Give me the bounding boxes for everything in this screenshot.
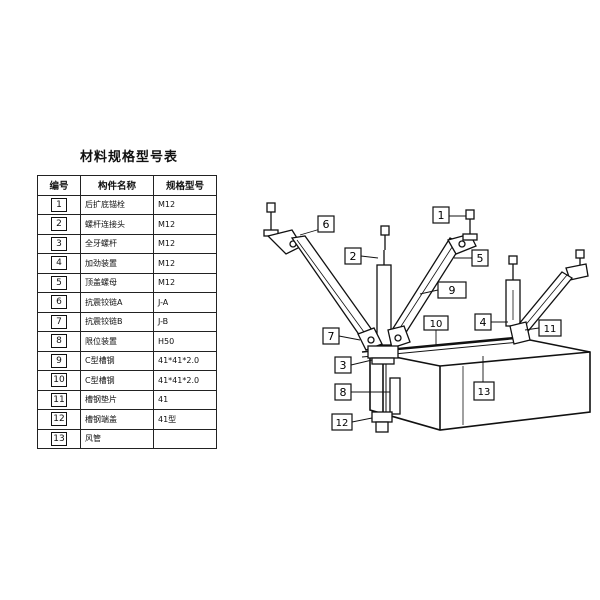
svg-text:10: 10	[430, 319, 443, 330]
svg-text:9: 9	[449, 284, 456, 297]
row-number-box: 11	[51, 392, 67, 407]
callout-11: 11	[538, 319, 562, 337]
row-number-box: 5	[51, 275, 67, 290]
callout-9: 9	[437, 281, 467, 299]
svg-text:2: 2	[350, 250, 357, 263]
spec-cell	[153, 428, 217, 449]
svg-text:13: 13	[478, 387, 491, 398]
row-number-box: 10	[51, 373, 67, 388]
callout-4: 4	[474, 313, 492, 331]
row-number-box: 2	[51, 217, 67, 232]
callout-8: 8	[334, 383, 352, 401]
row-number-cell: 7	[37, 311, 81, 332]
row-number-box: 9	[51, 353, 67, 368]
callout-1: 1	[432, 206, 450, 224]
callout-7: 7	[322, 327, 340, 345]
spec-cell: J-B	[153, 311, 217, 332]
spec-cell: M12	[153, 214, 217, 235]
row-number-box: 12	[51, 412, 67, 427]
svg-text:7: 7	[328, 330, 335, 343]
spec-cell: M12	[153, 272, 217, 293]
callout-6: 6	[317, 215, 335, 233]
callout-3: 3	[334, 356, 352, 374]
spec-cell: 41*41*2.0	[153, 350, 217, 371]
row-number-box: 1	[51, 197, 67, 212]
callout-2: 2	[344, 247, 362, 265]
callout-5: 5	[471, 249, 489, 267]
callout-10: 10	[423, 315, 449, 331]
right-brace	[505, 249, 589, 345]
row-number-cell: 2	[37, 214, 81, 235]
svg-text:6: 6	[323, 218, 330, 231]
row-number-cell: 13	[37, 428, 81, 449]
table-header-row: 编号 构件名称 规格型号	[37, 175, 217, 196]
row-number-cell: 5	[37, 272, 81, 293]
table-title: 材料规格型号表	[80, 150, 179, 165]
svg-text:12: 12	[336, 418, 349, 429]
svg-text:5: 5	[477, 252, 484, 265]
svg-text:11: 11	[544, 324, 557, 335]
row-number-box: 4	[51, 256, 67, 271]
svg-text:3: 3	[340, 359, 347, 372]
row-number-box: 6	[51, 295, 67, 310]
callout-13: 13	[473, 381, 495, 401]
svg-text:8: 8	[340, 386, 347, 399]
left-hanger	[263, 202, 478, 433]
svg-text:1: 1	[438, 209, 445, 222]
svg-text:4: 4	[480, 316, 487, 329]
leader-lines	[299, 215, 540, 423]
row-number-box: 13	[51, 431, 67, 446]
callout-12: 12	[331, 413, 353, 431]
row-number-box: 3	[51, 236, 67, 251]
row-number-box: 8	[51, 334, 67, 349]
row-number-box: 7	[51, 314, 67, 329]
